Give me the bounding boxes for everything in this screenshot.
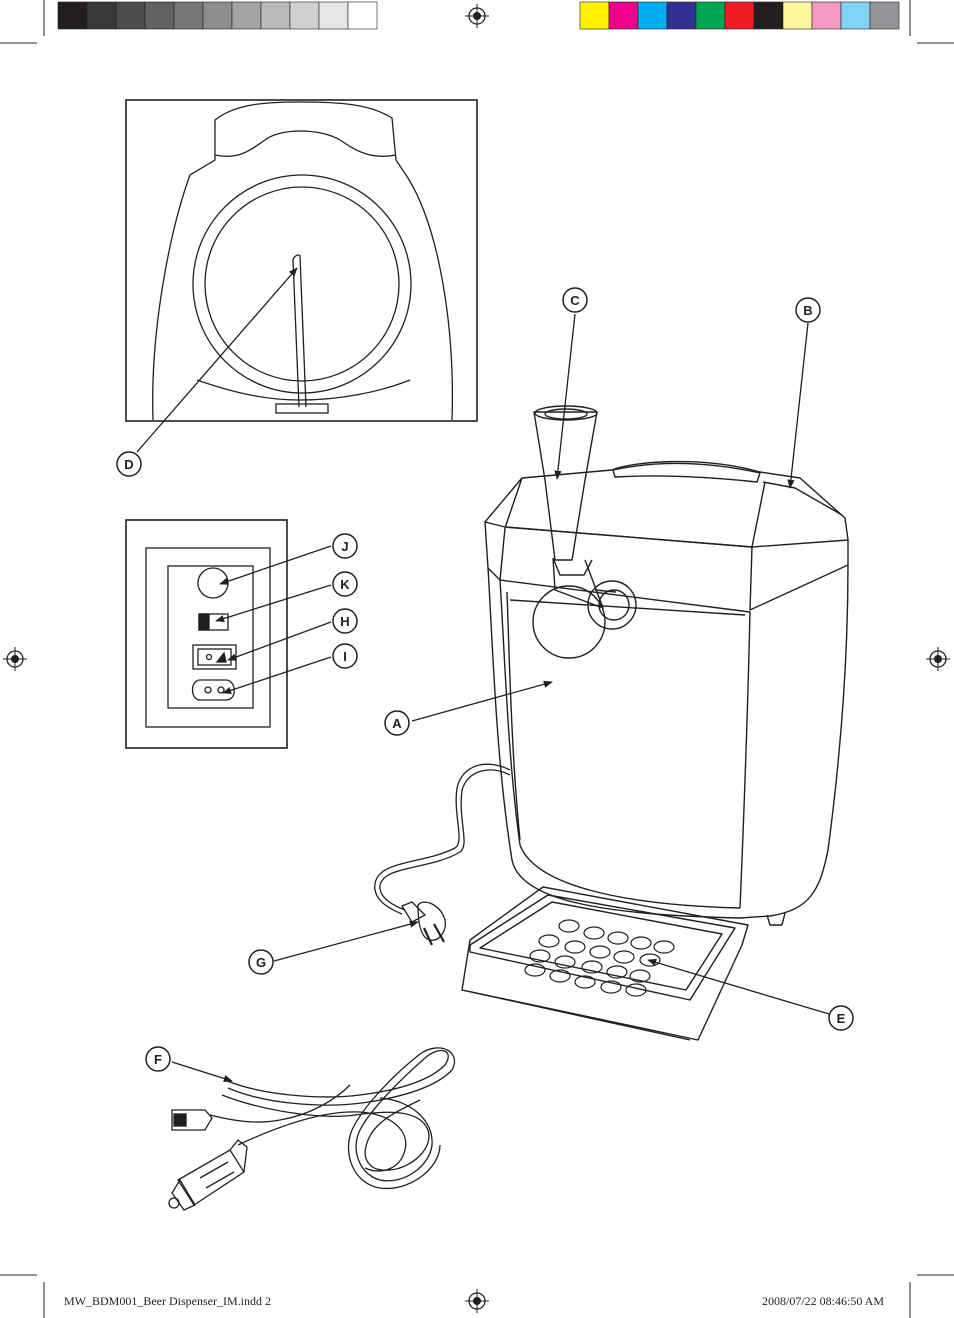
- callout-label-e: E: [837, 1011, 846, 1026]
- callout-b: B: [795, 297, 821, 323]
- color-swatch: [608, 1, 639, 30]
- color-swatch: [144, 1, 175, 30]
- leader-c: [554, 313, 576, 480]
- leader-i: [222, 656, 332, 694]
- color-swatch: [347, 1, 378, 30]
- callout-a: A: [384, 710, 410, 736]
- color-swatch: [260, 1, 291, 30]
- callout-g: G: [248, 949, 274, 975]
- tray-hole: [639, 953, 661, 967]
- tray-hole: [600, 980, 622, 994]
- callout-label-a: A: [392, 716, 402, 731]
- tray-hole: [625, 983, 647, 997]
- color-swatch: [782, 1, 813, 30]
- color-swatch: [202, 1, 233, 30]
- callout-k: K: [332, 571, 358, 597]
- tray-hole: [607, 931, 629, 945]
- callout-label-b: B: [803, 303, 812, 318]
- leader-e: [647, 958, 830, 1015]
- color-swatch: [57, 1, 88, 30]
- slug-filename: MW_BDM001_Beer Dispenser_IM.indd 2: [64, 1294, 271, 1308]
- registration-mark-right: [925, 646, 951, 672]
- color-swatch: [231, 1, 262, 30]
- registration-mark-bottom: [464, 1288, 490, 1314]
- color-swatch: [173, 1, 204, 30]
- color-swatch: [869, 1, 900, 30]
- color-swatch: [695, 1, 726, 30]
- callout-e: E: [828, 1005, 854, 1031]
- tray-hole: [630, 936, 652, 950]
- inset-top-view: [125, 99, 478, 422]
- registration-mark-top: [464, 3, 490, 29]
- inset-back-panel: [125, 519, 288, 749]
- color-swatch: [115, 1, 146, 30]
- process-color-bar: [579, 1, 900, 30]
- color-swatch: [840, 1, 871, 30]
- tray-hole: [564, 940, 586, 954]
- leader-h: [227, 621, 332, 661]
- callout-label-h: H: [340, 614, 349, 629]
- tray-hole: [613, 950, 635, 964]
- color-swatch: [579, 1, 610, 30]
- tray-hole: [524, 963, 546, 977]
- tray-hole: [583, 926, 605, 940]
- callout-h: H: [332, 608, 358, 634]
- power-cable: [374, 763, 511, 946]
- color-swatch: [318, 1, 349, 30]
- leader-g: [273, 920, 419, 962]
- callout-i: I: [332, 643, 358, 669]
- registration-mark-left: [2, 646, 28, 672]
- leader-f: [171, 1061, 233, 1082]
- tray-hole: [558, 919, 580, 933]
- tray-hole: [529, 949, 551, 963]
- leader-b: [787, 322, 809, 489]
- gray-color-bar: [57, 1, 378, 30]
- callout-label-c: C: [570, 293, 580, 308]
- callout-label-j: J: [341, 539, 348, 554]
- leader-j: [219, 545, 332, 585]
- leader-k: [215, 584, 332, 623]
- callout-d: D: [116, 451, 142, 477]
- callout-f: F: [145, 1046, 171, 1072]
- callout-label-f: F: [154, 1052, 162, 1067]
- tray-hole: [629, 969, 651, 983]
- color-swatch: [289, 1, 320, 30]
- tray-hole: [653, 940, 675, 954]
- callout-c: C: [562, 287, 588, 313]
- color-swatch: [637, 1, 668, 30]
- color-swatch: [753, 1, 784, 30]
- color-swatch: [811, 1, 842, 30]
- slug-timestamp: 2008/07/22 08:46:50 AM: [762, 1294, 885, 1308]
- car-adapter-cable: [168, 1047, 455, 1211]
- callout-j: J: [332, 533, 358, 559]
- color-swatch: [666, 1, 697, 30]
- callout-label-d: D: [124, 457, 133, 472]
- callout-label-g: G: [256, 955, 266, 970]
- tray-hole: [606, 965, 628, 979]
- tray-hole: [554, 955, 576, 969]
- tray-hole: [574, 975, 596, 989]
- callout-label-k: K: [340, 577, 350, 592]
- color-swatch: [724, 1, 755, 30]
- tray-hole: [581, 960, 603, 974]
- drip-tray-holes: [524, 919, 675, 997]
- leader-lines: [136, 267, 830, 1082]
- tray-hole: [549, 969, 571, 983]
- color-swatch: [86, 1, 117, 30]
- callout-labels: A B C D E F G H I J K: [116, 287, 854, 1072]
- tray-hole: [538, 934, 560, 948]
- leader-a: [411, 680, 553, 722]
- leader-d: [136, 267, 298, 453]
- beer-dispenser: [461, 405, 849, 1041]
- callout-label-i: I: [343, 649, 347, 664]
- tray-hole: [589, 945, 611, 959]
